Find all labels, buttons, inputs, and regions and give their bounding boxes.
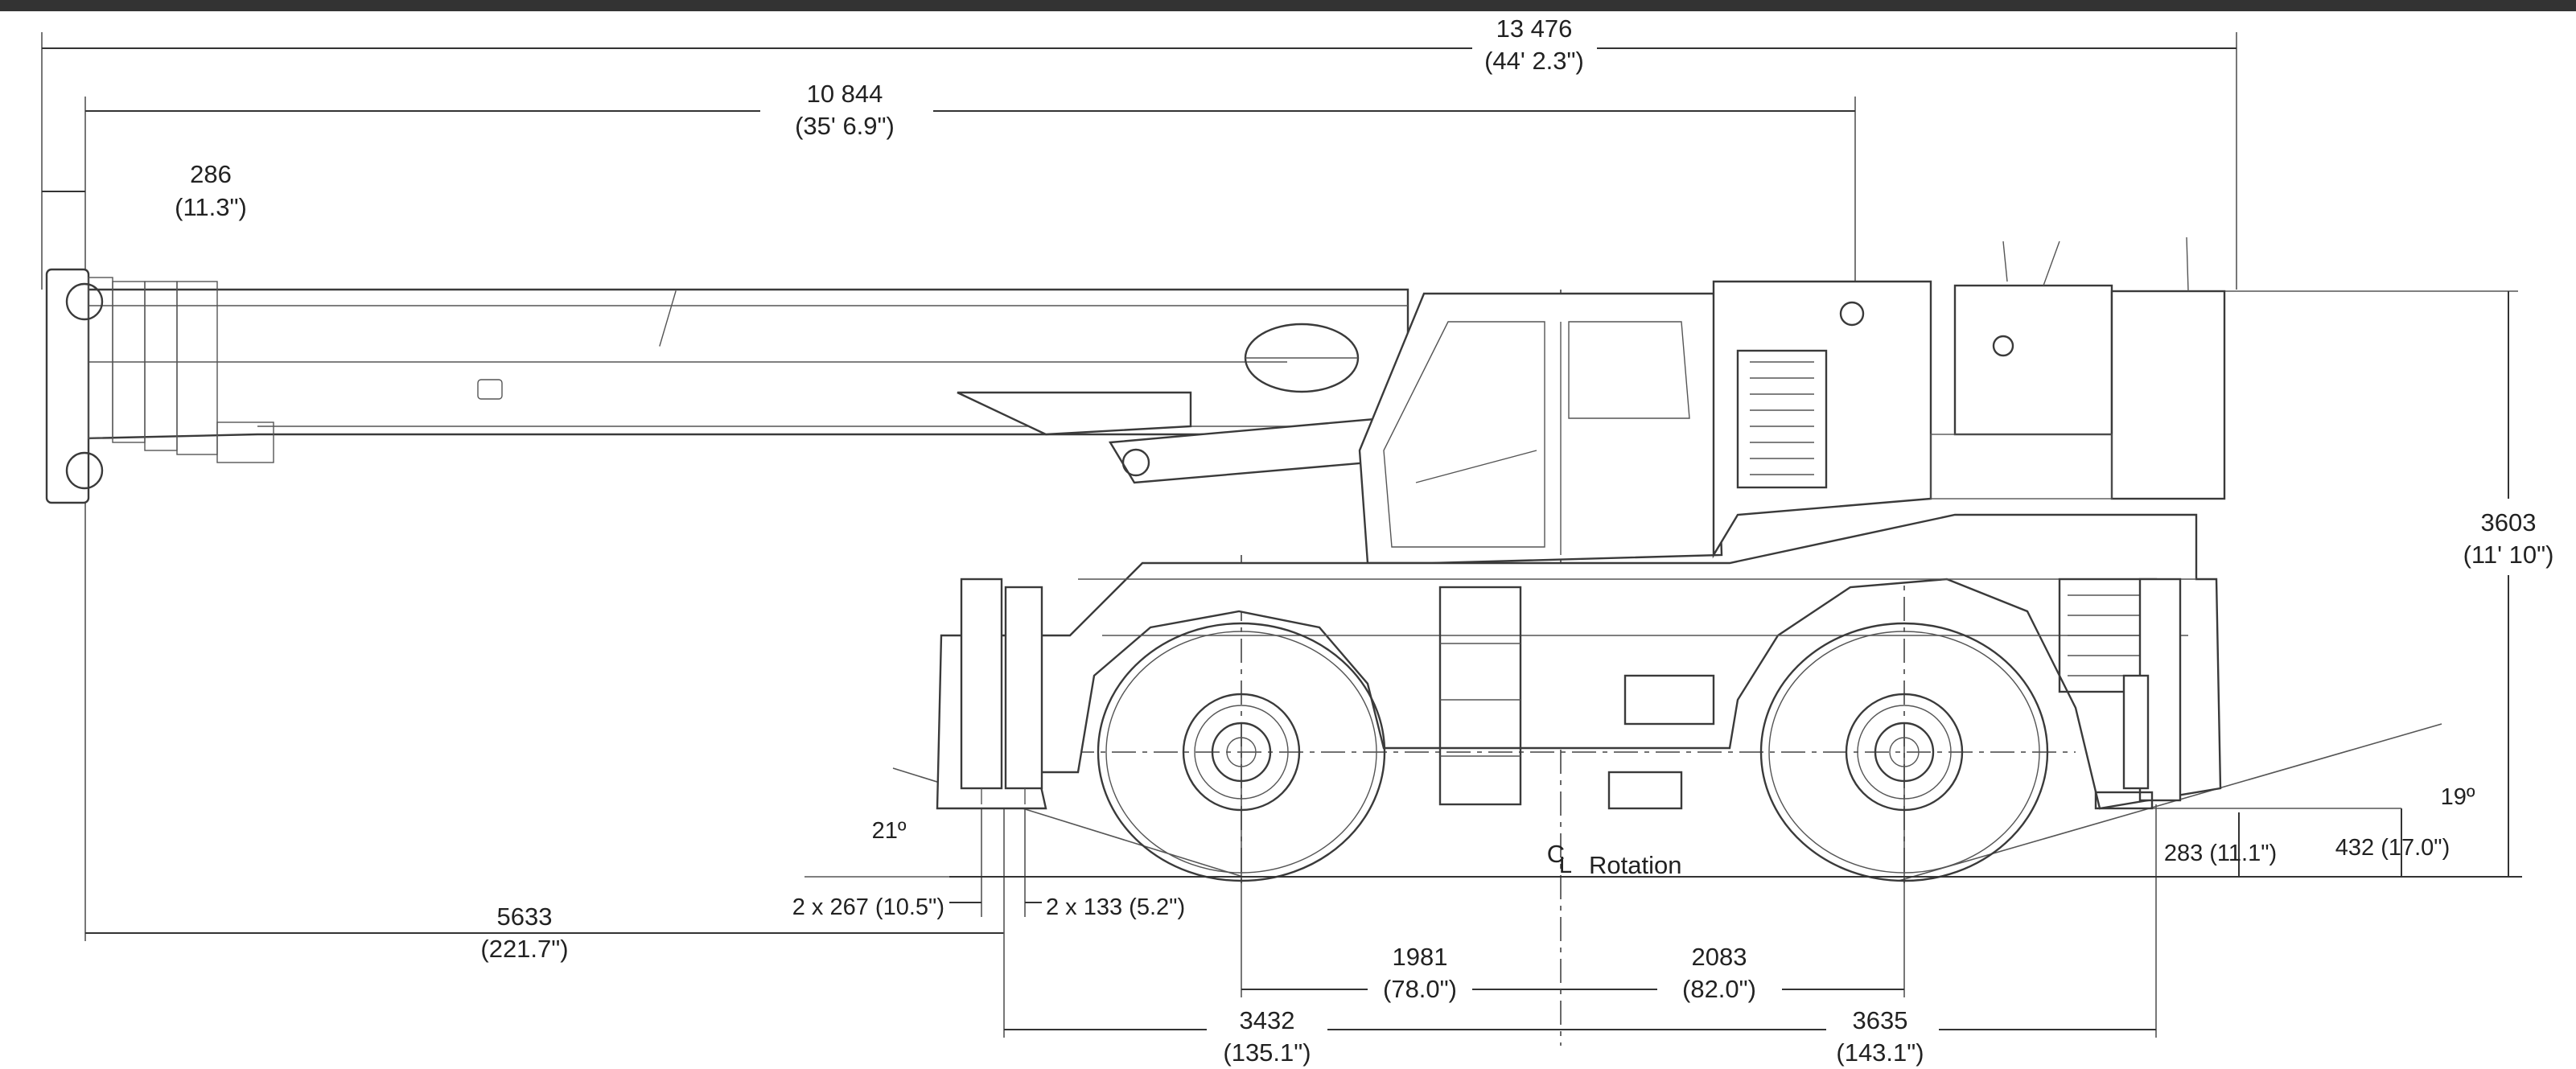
rear-wheel xyxy=(1759,622,2049,882)
height-imperial: (11' 10") xyxy=(2463,541,2554,569)
cab xyxy=(1358,292,1723,565)
ground-clearance-label: 283 (11.1") xyxy=(2164,841,2277,866)
overall-length-mm: 13 476 xyxy=(1496,14,1573,43)
front-overhang-mm: 5633 xyxy=(497,902,553,931)
engine-grille xyxy=(1750,361,1814,475)
centerline-symbol: C xyxy=(1547,840,1565,868)
front-wheel xyxy=(1097,622,1386,882)
front-axle-to-rotation-mm: 1981 xyxy=(1393,943,1448,971)
superstructure xyxy=(1712,236,2226,559)
rotation-to-rear-axle-imperial: (82.0") xyxy=(1682,975,1756,1003)
front-axle-to-rotation-imperial: (78.0") xyxy=(1383,975,1457,1003)
boom-head-imperial: (11.3") xyxy=(175,193,247,221)
approach-angle-label: 21º xyxy=(872,818,907,844)
boom-length-imperial: (35' 6.9") xyxy=(795,112,895,140)
departure-angle-label: 19º xyxy=(2441,784,2475,810)
front-overhang-imperial: (221.7") xyxy=(480,935,568,963)
front-outrigger-to-rotation-mm: 3432 xyxy=(1240,1006,1295,1034)
carrier xyxy=(936,513,2222,810)
rear-outriggers xyxy=(2094,578,2182,810)
rear-height-label: 432 (17.0") xyxy=(2335,835,2450,861)
outrigger-pad-label-2: 2 x 133 (5.2") xyxy=(1046,894,1185,920)
front-outrigger-to-rotation-imperial: (135.1") xyxy=(1223,1038,1311,1067)
outrigger-pad-label-1: 2 x 267 (10.5") xyxy=(792,894,944,920)
rotation-label: Rotation xyxy=(1589,851,1681,879)
boom xyxy=(45,268,1418,504)
boom-length-mm: 10 844 xyxy=(807,80,883,108)
rotation-centerline-label: C L Rotation xyxy=(1547,840,1682,879)
rotation-to-rear-outrigger-mm: 3635 xyxy=(1853,1006,1908,1034)
overall-length-imperial: (44' 2.3") xyxy=(1484,47,1584,75)
rotation-to-rear-axle-mm: 2083 xyxy=(1692,943,1747,971)
front-outriggers xyxy=(960,578,1043,804)
height-mm: 3603 xyxy=(2481,508,2537,537)
top-bar xyxy=(0,0,2576,11)
boom-head-mm: 286 xyxy=(190,160,232,188)
centerline-sub: L xyxy=(1559,853,1572,878)
rotation-to-rear-outrigger-imperial: (143.1") xyxy=(1836,1038,1924,1067)
